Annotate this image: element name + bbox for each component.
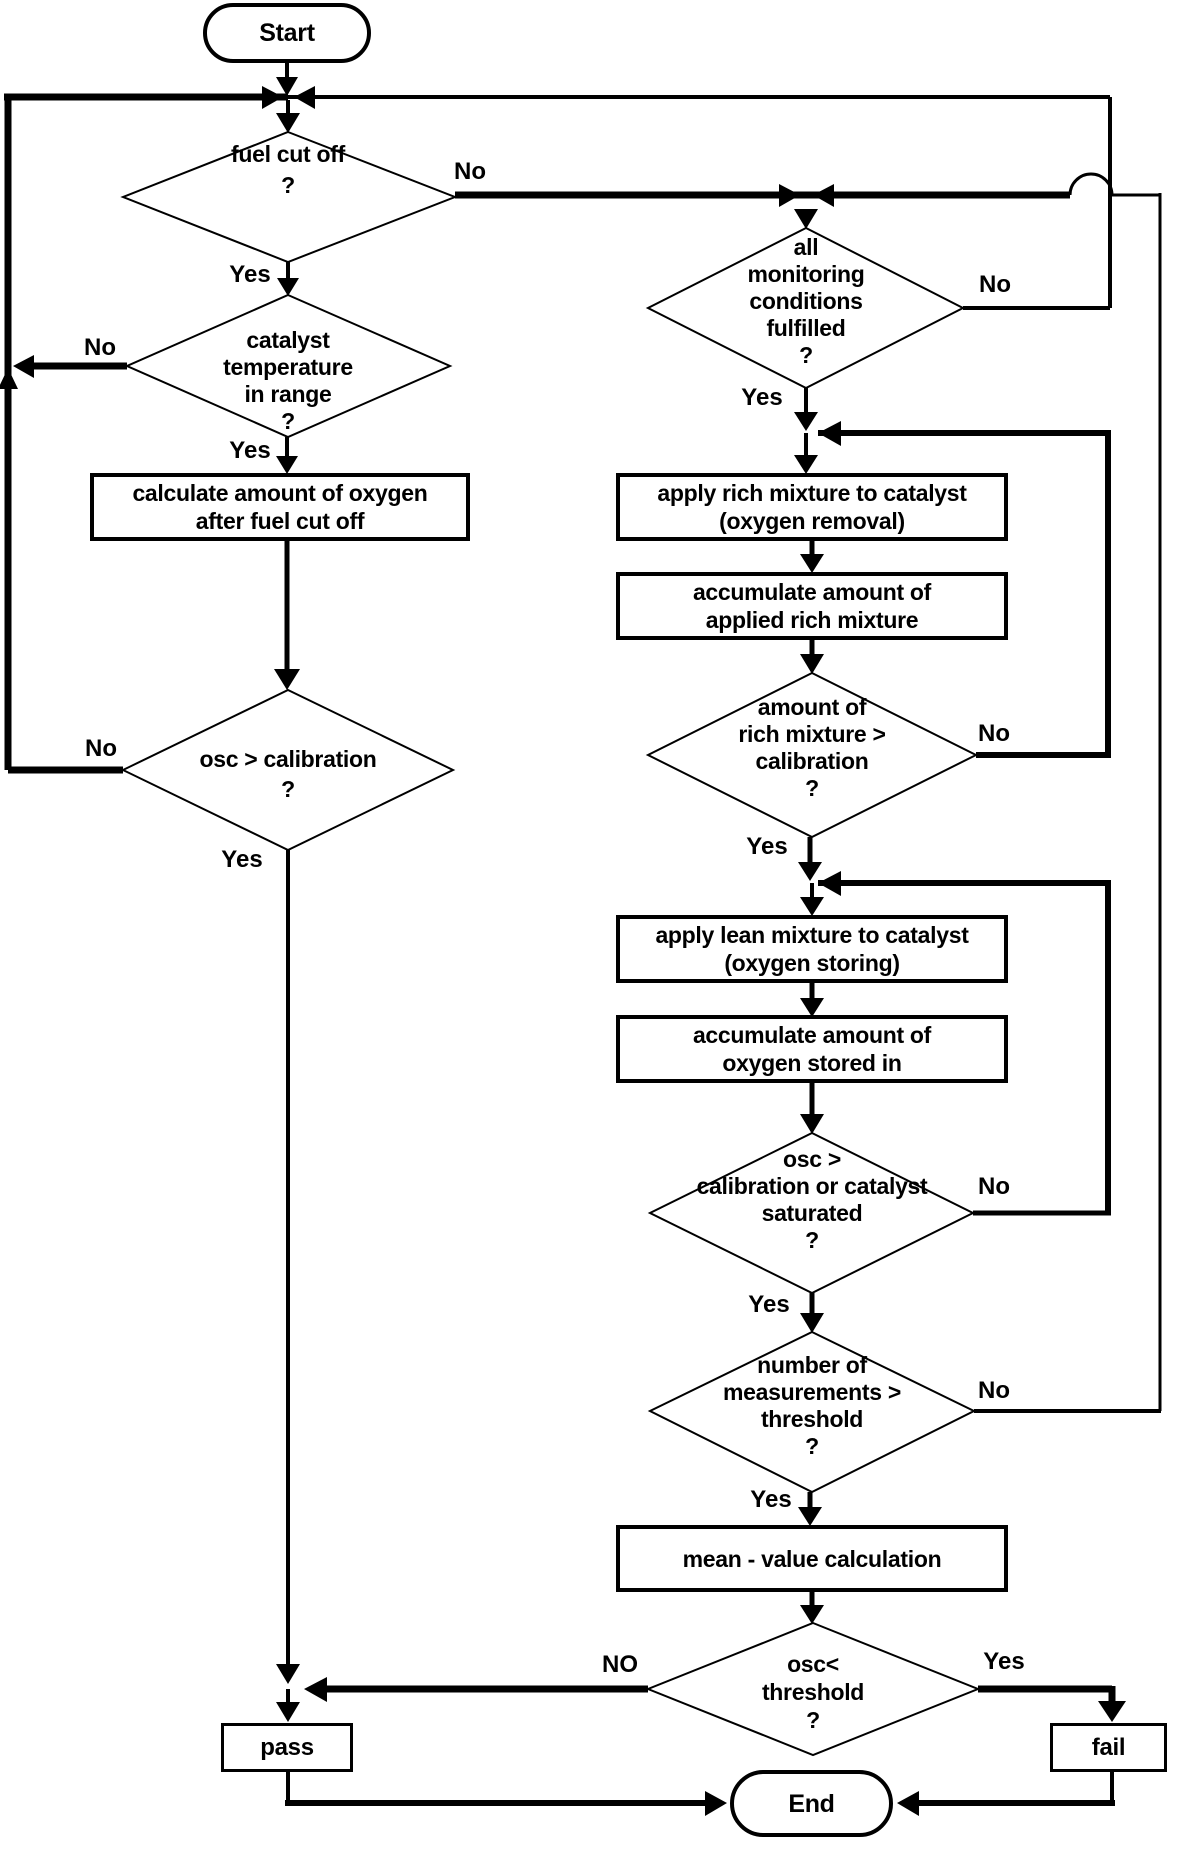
label-fuel-no: No [454, 158, 486, 185]
arrow-cattemp-no [13, 355, 34, 378]
decision-osc-lt-threshold-shape [645, 1621, 981, 1757]
arrow-into-monitor [794, 209, 818, 229]
arrow-start-into-bus [276, 77, 298, 96]
label-osc2-no: NO [602, 1651, 638, 1678]
decision-monitoring-shape [645, 226, 966, 390]
arrow-into-rich-box [794, 455, 818, 474]
result-fail: fail [1050, 1723, 1167, 1772]
decision-num-meas-shape [647, 1330, 977, 1494]
decision-rich-gt-cal-label: amount of rich mixture > calibration ? [738, 694, 886, 801]
decision-osc-saturated-shape [647, 1131, 976, 1295]
label-osc1-no: No [85, 735, 117, 762]
arrow-rich-to-accrich [800, 554, 824, 573]
label-oscsat-no: No [978, 1173, 1010, 1200]
arrow-monitor-junction-left [779, 184, 800, 207]
terminator-start: Start [203, 3, 371, 63]
arrow-into-osc1 [274, 669, 300, 690]
label-rich-no: No [978, 720, 1010, 747]
label-nummeas-yes: Yes [750, 1486, 792, 1513]
decision-catalyst-temp-label: catalyst temperature in range ? [223, 327, 353, 434]
label-monitor-no: No [979, 271, 1011, 298]
process-calc-oxygen: calculate amount of oxygen after fuel cu… [90, 473, 470, 541]
arrow-into-fuel [276, 113, 300, 133]
arrow-rich-yes-end [798, 862, 822, 881]
arrow-osc2-no [304, 1677, 327, 1702]
decision-monitoring-label: all monitoring conditions fulfilled ? [747, 234, 865, 368]
decision-osc-calibration-shape [120, 688, 456, 852]
arrow-bus-right-in [294, 86, 315, 109]
edge-hop-arc [1068, 172, 1114, 196]
decision-fuel-cut-off-label: fuel cut off ? [231, 141, 345, 198]
arrow-pass-into-end [705, 1791, 727, 1816]
label-nummeas-no: No [978, 1377, 1010, 1404]
decision-osc-saturated-label: osc > calibration or catalyst saturated … [696, 1146, 928, 1253]
arrow-fuel-yes [277, 278, 299, 296]
arrow-monitor-yes-end [794, 412, 818, 431]
arrow-left-rail-up [0, 368, 18, 389]
process-apply-rich: apply rich mixture to catalyst (oxygen r… [616, 473, 1008, 541]
arrow-fail-into-end [897, 1791, 919, 1816]
process-apply-lean: apply lean mixture to catalyst (oxygen s… [616, 915, 1008, 983]
arrow-rich-feedback [818, 421, 841, 446]
arrow-into-oscsat [800, 1114, 824, 1134]
decision-osc-calibration-label: osc > calibration ? [199, 746, 377, 802]
label-monitor-yes: Yes [741, 384, 783, 411]
arrow-bus-left-in [262, 86, 283, 109]
arrow-into-osc2 [800, 1605, 824, 1624]
arrow-lean-to-acclean [800, 998, 824, 1017]
label-fuel-yes: Yes [229, 261, 271, 288]
terminator-end: End [730, 1770, 893, 1837]
arrow-monitor-junction-right [813, 184, 834, 207]
label-oscsat-yes: Yes [748, 1291, 790, 1318]
arrow-cattemp-yes [276, 456, 298, 474]
label-rich-yes: Yes [746, 833, 788, 860]
arrow-lean-feedback [818, 871, 841, 896]
arrow-into-drich [800, 654, 824, 674]
label-cattemp-no: No [84, 334, 116, 361]
decision-rich-gt-cal-shape [645, 671, 979, 839]
decision-osc-lt-threshold-label: osc< threshold ? [761, 1651, 865, 1733]
process-accumulate-oxygen: accumulate amount of oxygen stored in [616, 1015, 1008, 1083]
decision-fuel-cut-off-shape [120, 130, 458, 264]
label-osc1-yes: Yes [221, 846, 263, 873]
result-pass: pass [221, 1723, 353, 1772]
decision-catalyst-temp-shape [124, 293, 453, 439]
arrow-into-fail [1098, 1701, 1126, 1722]
process-mean-value: mean - value calculation [616, 1525, 1008, 1592]
arrow-osc1-yes-end [276, 1664, 300, 1684]
arrow-into-nummeas [800, 1313, 824, 1333]
arrow-into-pass [276, 1702, 300, 1722]
process-accumulate-rich: accumulate amount of applied rich mixtur… [616, 572, 1008, 640]
label-cattemp-yes: Yes [229, 437, 271, 464]
decision-num-meas-label: number of measurements > threshold ? [723, 1352, 901, 1459]
label-osc2-yes: Yes [983, 1648, 1025, 1675]
arrow-into-mean [798, 1507, 822, 1526]
arrow-into-lean-box [800, 897, 824, 916]
